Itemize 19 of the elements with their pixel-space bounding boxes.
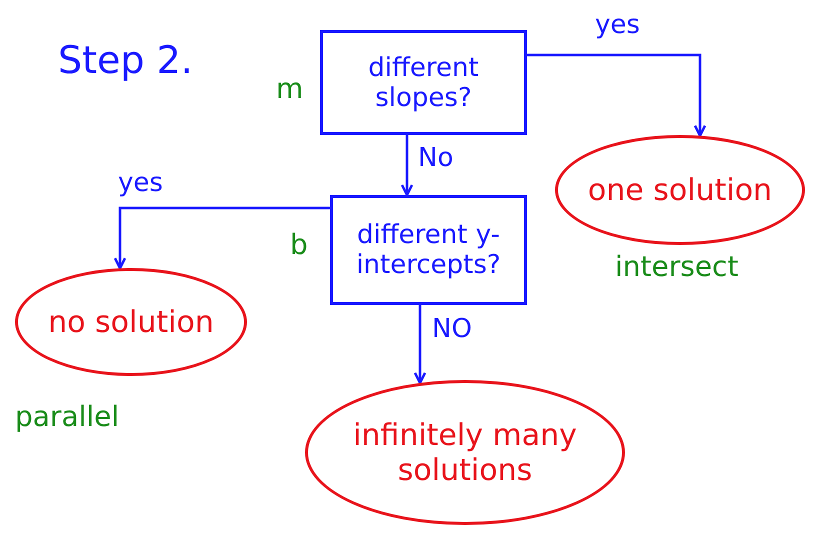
arrow xyxy=(114,206,330,270)
arrow xyxy=(527,54,706,137)
node-text: different slopes? xyxy=(367,52,480,112)
node-text: one solution xyxy=(586,172,774,208)
decision-box xyxy=(330,195,527,305)
annotation: parallel xyxy=(15,400,120,433)
arrow xyxy=(414,305,426,384)
decision-box xyxy=(320,30,527,135)
node-text: infinitely many solutions xyxy=(352,418,578,488)
result-ellipse xyxy=(305,380,625,525)
node-text: no solution xyxy=(47,304,215,340)
node-text: different y-intercepts? xyxy=(355,220,502,280)
annotation: intersect xyxy=(615,250,738,283)
result-ellipse xyxy=(15,268,247,376)
title: Step 2. xyxy=(58,38,193,82)
arrow xyxy=(400,135,414,196)
annotation: m xyxy=(276,72,304,105)
result-ellipse xyxy=(555,135,805,245)
annotation: b xyxy=(290,228,308,261)
